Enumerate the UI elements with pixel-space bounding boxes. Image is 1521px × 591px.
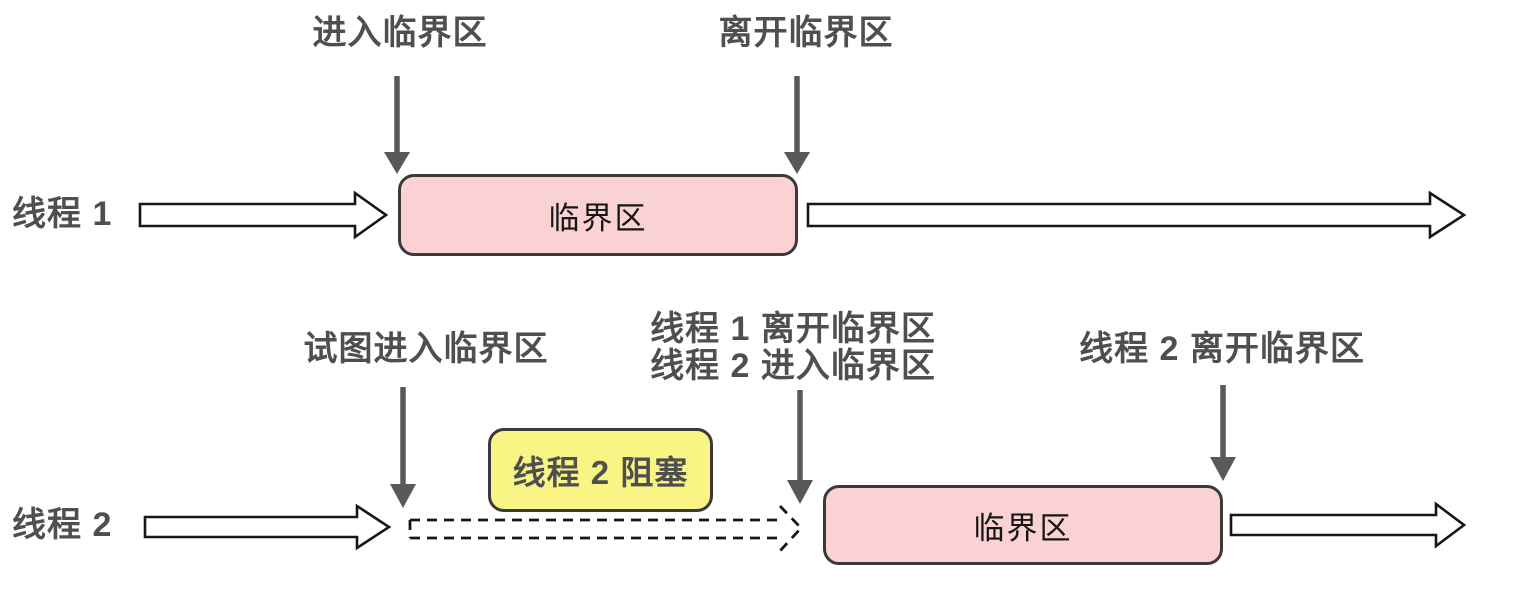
leave-critical-label: 离开临界区 xyxy=(718,14,894,52)
thread2-leave-critical-label: 线程 2 离开临界区 xyxy=(1079,330,1365,368)
critical-section-box-thread1: 临界区 xyxy=(398,174,798,256)
try-enter-pointer-arrow xyxy=(390,387,416,508)
critical-section-box-label: 临界区 xyxy=(973,510,1073,546)
leave-pointer-arrow xyxy=(784,76,810,174)
handover-label-line1: 线程 1 离开临界区 xyxy=(650,310,936,348)
handover-label-line2: 线程 2 进入临界区 xyxy=(650,347,936,385)
try-enter-critical-label: 试图进入临界区 xyxy=(303,330,549,368)
thread1-flow-arrow xyxy=(138,190,389,240)
thread2-label: 线程 2 xyxy=(12,506,113,544)
thread2-blocked-box-label: 线程 2 阻塞 xyxy=(512,454,689,491)
handover-pointer-arrow xyxy=(787,390,813,504)
thread1-exit-arrow xyxy=(806,190,1467,240)
thread2-flow-arrow xyxy=(143,503,392,551)
blocked-dashed-arrow xyxy=(408,505,803,552)
enter-pointer-arrow xyxy=(384,76,410,174)
thread2-blocked-box: 线程 2 阻塞 xyxy=(488,428,713,512)
handover-label: 线程 1 离开临界区 线程 2 进入临界区 xyxy=(650,311,936,385)
thread2-leave-pointer-arrow xyxy=(1210,385,1236,481)
thread1-label: 线程 1 xyxy=(12,195,113,233)
critical-section-box-label: 临界区 xyxy=(548,200,648,236)
critical-section-box-thread2: 临界区 xyxy=(823,485,1223,565)
thread2-exit-arrow xyxy=(1229,501,1467,549)
enter-critical-label: 进入临界区 xyxy=(312,14,488,52)
